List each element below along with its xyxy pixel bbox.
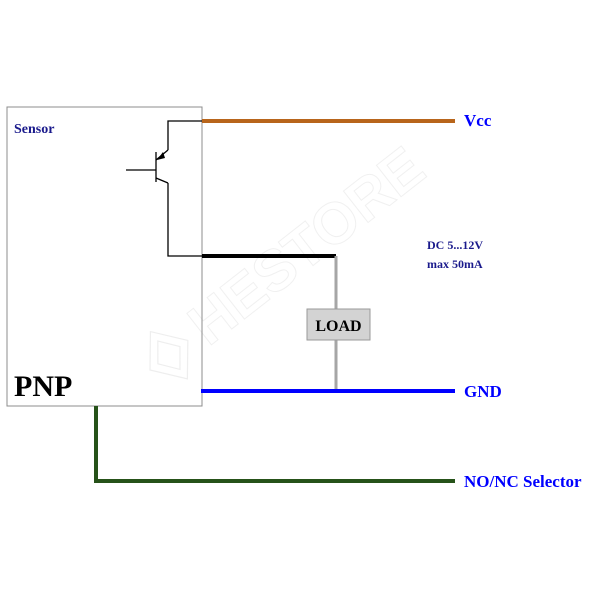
selector-label: NO/NC Selector	[464, 472, 582, 491]
watermark: HESTORE	[149, 134, 437, 380]
watermark-logo-icon	[149, 330, 189, 380]
pnp-transistor-icon	[126, 120, 202, 257]
selector-wire	[94, 406, 455, 483]
watermark-text: HESTORE	[176, 134, 436, 357]
vcc-label: Vcc	[464, 111, 492, 130]
load-label: LOAD	[315, 318, 361, 335]
gnd-label: GND	[464, 382, 502, 401]
load-box	[306, 308, 371, 341]
spec-voltage: DC 5...12V	[427, 238, 483, 252]
sensor-type-label: PNP	[14, 370, 72, 403]
spec-current: max 50mA	[427, 257, 483, 271]
sensor-title: Sensor	[14, 122, 54, 137]
